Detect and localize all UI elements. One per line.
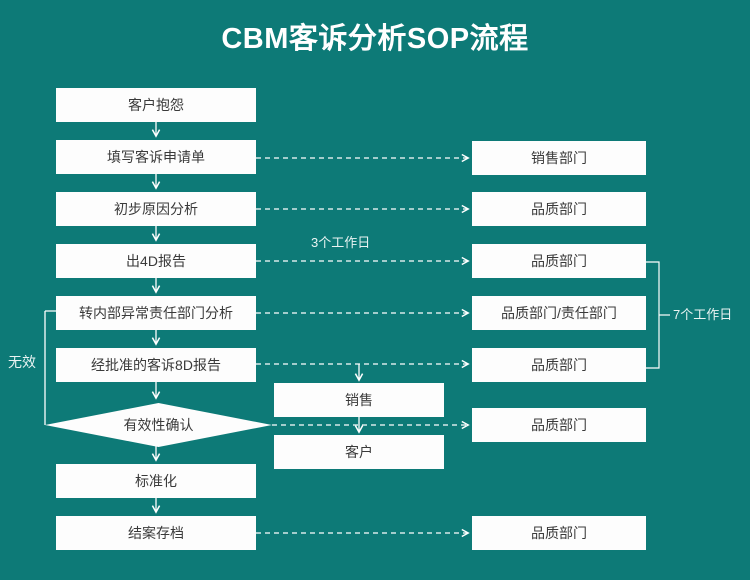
annotation-7-working-days: 7个工作日 (673, 307, 733, 322)
owner-node-quality-dept-2[interactable]: 品质部门 (472, 244, 646, 278)
node-4d-report[interactable]: 出4D报告 (56, 244, 256, 278)
node-approved-8d-report[interactable]: 经批准的客诉8D报告 (56, 348, 256, 382)
owner-node-quality-responsible-dept[interactable]: 品质部门/责任部门 (472, 296, 646, 330)
node-effectiveness-confirmation-label: 有效性确认 (123, 417, 194, 433)
node-effectiveness-confirmation[interactable]: 有效性确认 (45, 403, 272, 447)
node-sales[interactable]: 销售 (274, 383, 444, 417)
bracket-7-working-days (646, 261, 670, 369)
owner-node-sales-dept[interactable]: 销售部门 (472, 141, 646, 175)
annotation-3-working-days: 3个工作日 (311, 235, 371, 250)
owner-node-quality-dept-5[interactable]: 品质部门 (472, 516, 646, 550)
node-standardization[interactable]: 标准化 (56, 464, 256, 498)
owner-node-quality-dept-3[interactable]: 品质部门 (472, 348, 646, 382)
diamond-shape (45, 403, 272, 447)
node-case-closure-archive[interactable]: 结案存档 (56, 516, 256, 550)
node-transfer-internal-responsible-dept[interactable]: 转内部异常责任部门分析 (56, 296, 256, 330)
owner-node-quality-dept-1[interactable]: 品质部门 (472, 192, 646, 226)
node-customer[interactable]: 客户 (274, 435, 444, 469)
annotation-invalid: 无效 (8, 354, 36, 370)
node-customer-complaint[interactable]: 客户抱怨 (56, 88, 256, 122)
node-fill-complaint-form[interactable]: 填写客诉申请单 (56, 140, 256, 174)
owner-node-quality-dept-4[interactable]: 品质部门 (472, 408, 646, 442)
node-preliminary-cause-analysis[interactable]: 初步原因分析 (56, 192, 256, 226)
page-title: CBM客诉分析SOP流程 (221, 23, 529, 55)
